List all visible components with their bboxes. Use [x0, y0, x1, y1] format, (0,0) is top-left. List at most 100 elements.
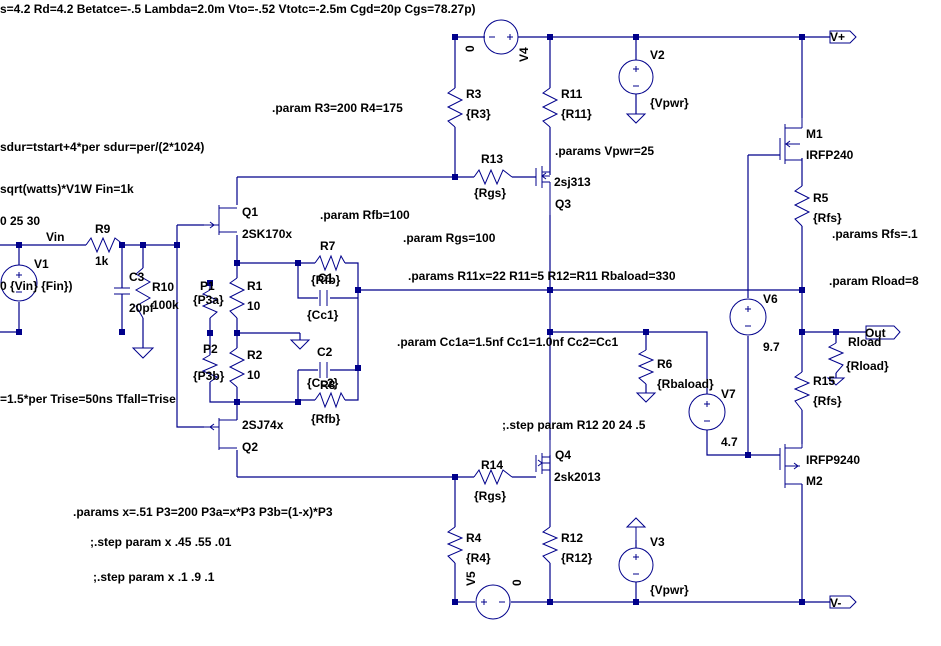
label-v1: V1 — [34, 257, 49, 271]
label-r13-val: {Rgs} — [474, 186, 506, 200]
directive-trise: =1.5*per Trise=50ns Tfall=Trise — [0, 392, 176, 406]
voltage-source-v3 — [618, 517, 654, 583]
label-r6: R6 — [657, 357, 673, 371]
label-r14-val: {Rgs} — [474, 489, 506, 503]
directive-param-cc: .param Cc1a=1.5nf Cc1=1.0nf Cc2=Cc1 — [397, 335, 618, 349]
label-r1: R1 — [247, 279, 263, 293]
label-net-vminus: V- — [830, 596, 841, 610]
directive-sqrt-watts: sqrt(watts)*V1W Fin=1k — [0, 182, 134, 196]
capacitor-c1 — [319, 290, 328, 306]
voltage-source-v6 — [729, 298, 767, 336]
directive-sdur: sdur=tstart+4*per sdur=per/(2*1024) — [0, 140, 204, 154]
directive-param-rfb: .param Rfb=100 — [320, 208, 410, 222]
label-v6: V6 — [763, 292, 778, 306]
resistor-r15 — [793, 371, 811, 411]
net-flag-vplus — [829, 30, 857, 44]
label-r9-val: 1k — [95, 254, 109, 268]
label-net-vin: Vin — [46, 230, 64, 244]
mosfet-q4 — [535, 440, 551, 478]
junctions — [16, 34, 839, 605]
label-r9: R9 — [95, 222, 111, 236]
net-flag-out — [865, 325, 901, 340]
mosfet-m2 — [779, 444, 803, 490]
voltage-source-v7 — [688, 393, 726, 431]
voltage-source-v1 — [0, 264, 38, 302]
label-v2-val: {Vpwr} — [650, 96, 689, 110]
label-r7: R7 — [320, 239, 336, 253]
directive-step-x1: ;.step param x .45 .55 .01 — [90, 535, 232, 549]
label-m2: M2 — [806, 474, 823, 488]
resistor-r3 — [446, 87, 464, 128]
label-m1: M1 — [806, 127, 823, 141]
resistor-rload — [826, 342, 846, 386]
label-v3: V3 — [650, 535, 665, 549]
mosfet-q3 — [535, 165, 551, 215]
label-r8: R8 — [320, 378, 336, 392]
resistor-r4 — [446, 526, 464, 564]
resistor-r7 — [314, 254, 346, 272]
label-r5: R5 — [813, 191, 829, 205]
label-p1: P1 — [200, 279, 215, 293]
label-v1-val: 0 {Vin} {Fin}) — [0, 279, 72, 293]
directive-model-line: s=4.2 Rd=4.2 Betatce=-.5 Lambda=2.0m Vto… — [0, 2, 476, 16]
directive-params-rfs: .params Rfs=.1 — [832, 227, 918, 241]
label-c1: C1 — [318, 271, 334, 285]
voltage-source-v5 — [475, 584, 511, 620]
potentiometer-p2 — [201, 354, 219, 383]
label-r15: R15 — [813, 374, 835, 388]
label-r10-val: 100k — [152, 298, 179, 312]
resistor-r6 — [637, 349, 655, 385]
resistor-r9 — [85, 236, 125, 254]
resistor-r1 — [228, 277, 246, 319]
label-r11-val: {R11} — [561, 107, 592, 121]
label-r11: R11 — [561, 87, 583, 101]
directive-step-r12: ;.step param R12 20 24 .5 — [502, 418, 646, 432]
label-r7-val: {Rfb} — [311, 273, 341, 287]
resistor-r8 — [314, 391, 346, 409]
mosfet-m1 — [779, 118, 803, 186]
label-r8-val: {Rfb} — [311, 412, 341, 426]
label-c3: C3 — [129, 270, 145, 284]
label-v6-val: 9.7 — [763, 340, 780, 354]
label-c3-val: 20pf — [129, 301, 155, 315]
label-p2: P2 — [203, 342, 218, 356]
label-r6-val: {Rbaload} — [657, 377, 714, 391]
resistor-r14 — [473, 468, 513, 486]
directive-params-r11x: .params R11x=22 R11=5 R12=R11 Rbaload=33… — [408, 269, 676, 283]
resistor-r2 — [228, 347, 246, 388]
label-c2-val: {Cc2} — [307, 376, 339, 390]
capacitor-c3 — [114, 270, 130, 313]
label-p1-val: {P3a} — [193, 293, 224, 307]
jfet-q2 — [204, 418, 237, 450]
ground-symbols — [131, 339, 657, 403]
label-rload: Rload — [848, 335, 881, 349]
resistor-r13 — [473, 168, 513, 186]
label-m2-model: IRFP9240 — [806, 453, 860, 467]
capacitor-c2 — [319, 362, 328, 378]
resistor-r12 — [541, 526, 559, 564]
label-v2: V2 — [650, 48, 665, 62]
label-rload-val: {Rload} — [846, 359, 889, 373]
label-v7: V7 — [721, 387, 736, 401]
label-v5: V5 — [464, 571, 478, 586]
label-q3: Q3 — [555, 197, 571, 211]
label-r3-val: {R3} — [466, 107, 491, 121]
label-v4: V4 — [517, 47, 531, 62]
label-v7-val: 4.7 — [721, 435, 738, 449]
label-r3: R3 — [466, 87, 482, 101]
label-r2: R2 — [247, 348, 263, 362]
label-v4-zero: 0 — [463, 45, 477, 52]
resistor-r10 — [134, 267, 152, 319]
directive-step-x2: ;.step param x .1 .9 .1 — [93, 570, 215, 584]
label-r5-val: {Rfs} — [813, 211, 842, 225]
label-v3-val: {Vpwr} — [650, 583, 689, 597]
label-r4-val: {R4} — [466, 551, 491, 565]
label-q3-model: 2sj313 — [554, 175, 591, 189]
label-net-vplus: V+ — [830, 30, 845, 44]
spice-directives: s=4.2 Rd=4.2 Betatce=-.5 Lambda=2.0m Vto… — [0, 2, 919, 584]
label-r14: R14 — [481, 458, 503, 472]
directive-param-rload: .param Rload=8 — [829, 274, 919, 288]
directive-step-25-30: 0 25 30 — [0, 214, 40, 228]
label-r12-val: {R12} — [561, 551, 593, 565]
